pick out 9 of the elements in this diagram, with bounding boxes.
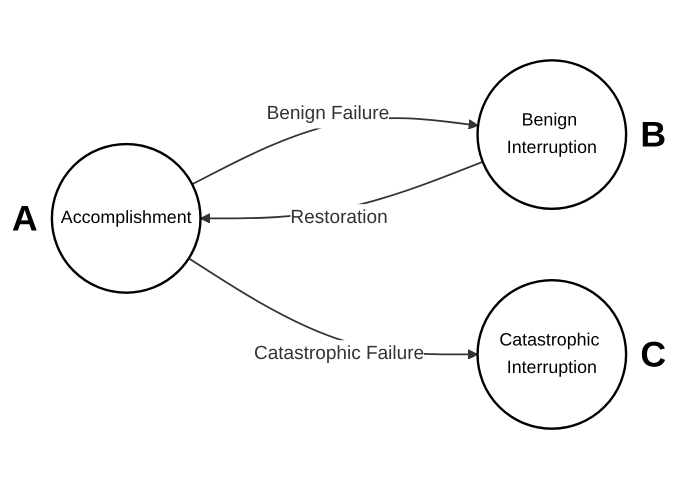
node-circle: Catastrophic Interruption bbox=[476, 278, 628, 430]
node-circle: Accomplishment bbox=[50, 142, 202, 294]
edge-label: Restoration bbox=[290, 208, 388, 228]
edge-label: Benign Failure bbox=[266, 104, 390, 124]
node-letter: A bbox=[12, 198, 38, 238]
edge-label: Catastrophic Failure bbox=[254, 344, 424, 364]
node-letter: B bbox=[640, 114, 666, 155]
node-circle: Benign Interruption bbox=[476, 59, 628, 210]
node-letter: C bbox=[640, 334, 666, 374]
